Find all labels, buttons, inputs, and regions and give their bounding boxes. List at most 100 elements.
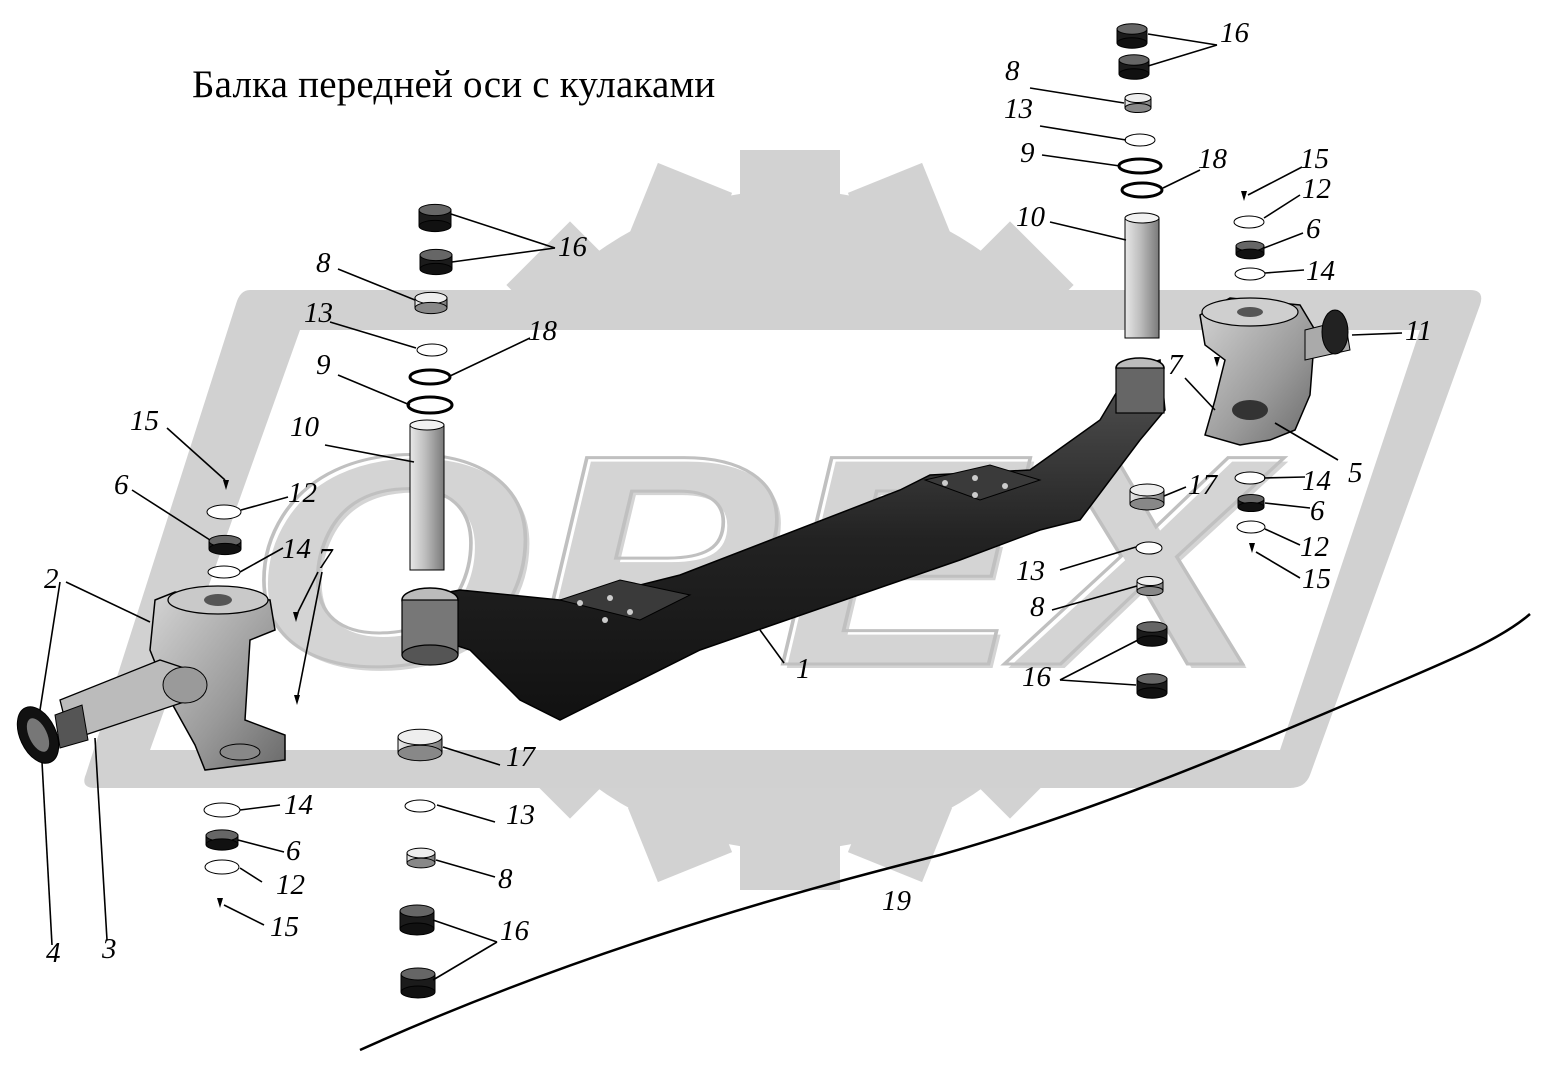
part-label-14: 14 [1302, 465, 1331, 497]
leader-2-b [39, 581, 61, 711]
part-label-9: 9 [316, 349, 331, 381]
leader-16-lower-right-a [1059, 639, 1139, 681]
leader-2-a [65, 581, 151, 623]
bearing-part-8-upper-right [1124, 92, 1152, 114]
part-label-16: 16 [1022, 661, 1052, 693]
king-pin-part-10-left [409, 419, 445, 571]
grease-nipple-part-15-upper-left [223, 480, 229, 490]
part-label-16: 16 [558, 231, 588, 263]
seal-part-6-lower-right [1237, 493, 1265, 513]
leader-7-left-a [297, 571, 319, 613]
leader-15-lower-right [1255, 551, 1301, 579]
leader-12-lower-right [1264, 528, 1301, 546]
part-label-15: 15 [1302, 563, 1331, 595]
leader-6-lower-left [237, 839, 285, 853]
leader-8-lower-left [435, 859, 496, 878]
leader-10-left [324, 444, 415, 463]
part-label-8: 8 [1030, 591, 1045, 623]
leader-7-left-b [297, 571, 323, 696]
part-label-10: 10 [290, 411, 320, 443]
part-label-10: 10 [1016, 201, 1046, 233]
bushing-part-16-upper-right-a [1116, 23, 1148, 49]
bushing-part-16-lower-right-a [1136, 621, 1168, 647]
leader-8-upper-left [337, 268, 416, 301]
washer-part-18-upper-right [1120, 181, 1164, 199]
leader-15-lower-left [223, 904, 265, 926]
hub-seal-part-4 [16, 706, 60, 764]
seal-part-6-upper-right [1235, 240, 1265, 260]
leader-16-lower-left-a [432, 919, 498, 943]
part-label-18: 18 [528, 315, 558, 347]
thrust-bearing-part-17-right [1129, 483, 1165, 511]
ground-line-part-19 [359, 613, 1531, 1052]
leader-7-right [1184, 377, 1216, 411]
part-label-1: 1 [796, 653, 811, 685]
part-label-5: 5 [1348, 457, 1363, 489]
part-label-15: 15 [130, 405, 159, 437]
leader-lines [39, 33, 1403, 981]
shim-part-13-upper-right [1124, 133, 1156, 147]
part-label-3: 3 [101, 933, 117, 965]
part-label-6: 6 [1306, 213, 1321, 245]
part-label-12: 12 [1300, 531, 1329, 563]
leader-11 [1351, 332, 1403, 336]
leader-12-upper-left [240, 496, 289, 511]
leader-13-lower-left [436, 804, 496, 823]
shim-part-13-lower-right [1135, 541, 1163, 555]
part-label-2: 2 [44, 563, 59, 595]
part-label-13: 13 [506, 799, 535, 831]
leader-12-upper-right [1263, 194, 1301, 219]
washer-part-9-upper-right [1117, 157, 1163, 175]
part-label-8: 8 [498, 863, 513, 895]
leader-14-upper-right [1264, 269, 1305, 274]
leader-4 [41, 761, 53, 946]
bushing-part-16-lower-left-a [399, 904, 435, 936]
grease-nipple-part-15-lower-left [217, 898, 223, 908]
leader-6-lower-right [1264, 502, 1311, 509]
part-label-15: 15 [1300, 143, 1329, 175]
part-label-18: 18 [1198, 143, 1228, 175]
shim-part-14-upper-right [1234, 267, 1266, 281]
part-label-8: 8 [1005, 55, 1020, 87]
part-label-17: 17 [506, 741, 537, 773]
part-label-14: 14 [282, 533, 311, 565]
leader-14-lower-left [239, 804, 281, 811]
grease-nipple-part-15-lower-right [1249, 543, 1255, 553]
leader-8-lower-right [1051, 585, 1138, 611]
part-label-7: 7 [318, 543, 334, 575]
part-label-8: 8 [316, 247, 331, 279]
cap-ring-part-12-lower-right [1236, 520, 1266, 534]
leader-13-lower-right [1059, 546, 1137, 571]
bearing-part-8-upper-left [414, 291, 448, 315]
grease-nipple-part-15-upper-right [1241, 191, 1247, 201]
spindle-part-3 [54, 659, 208, 749]
leader-16-b [1147, 44, 1218, 67]
leader-3 [94, 737, 108, 941]
leader-16-lower-left-b [432, 941, 498, 981]
shim-part-13-upper-left [416, 343, 448, 357]
left-steering-knuckle-part-2 [149, 585, 286, 771]
part-label-13: 13 [1004, 93, 1033, 125]
thrust-bearing-part-17-left [397, 728, 443, 762]
shim-part-14-lower-right [1234, 471, 1266, 485]
part-label-14: 14 [1306, 255, 1335, 287]
shim-part-14-lower-left [203, 802, 241, 818]
bearing-part-8-lower-right [1136, 575, 1164, 597]
part-label-17: 17 [1188, 469, 1219, 501]
part-label-13: 13 [304, 297, 333, 329]
diagram-title: Балка передней оси с кулаками [192, 63, 716, 106]
part-label-12: 12 [276, 869, 305, 901]
washer-part-9-upper-left [406, 395, 454, 415]
leader-16-upper-left-b [451, 247, 556, 263]
leader-9-upper-right [1041, 154, 1121, 167]
part-label-16: 16 [1220, 17, 1250, 49]
part-label-12: 12 [288, 477, 317, 509]
small-parts [203, 23, 1266, 999]
right-steering-knuckle-part-5 [1199, 297, 1351, 446]
king-pin-part-10-right [1124, 212, 1160, 339]
shim-part-13-lower-left [404, 799, 436, 813]
leader-12-lower-left [239, 867, 263, 883]
part-label-9: 9 [1020, 137, 1035, 169]
leader-10-right [1049, 221, 1127, 241]
cap-ring-part-12-lower-left [204, 859, 240, 875]
